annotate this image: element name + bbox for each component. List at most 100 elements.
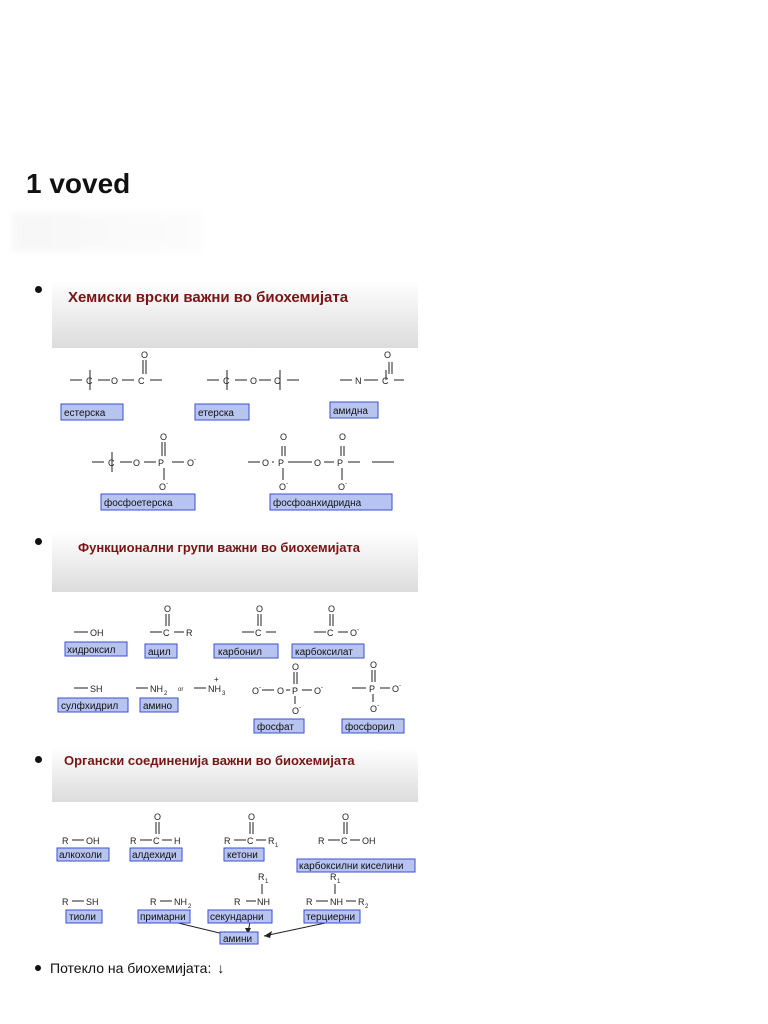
svg-text:O: O [250, 376, 257, 386]
page-title: 1 voved [26, 168, 131, 199]
svg-text:R: R [306, 897, 313, 907]
label-ether: етерска [198, 408, 234, 419]
svg-text:C: C [382, 376, 389, 386]
bullet [35, 965, 41, 971]
svg-text:R: R [224, 836, 231, 846]
label-phosphate: фосфат [257, 721, 294, 733]
svg-text:R: R [318, 836, 325, 846]
svg-text:C: C [86, 376, 93, 386]
label-hydroxyl: хидроксил [67, 645, 116, 656]
label-thiols: тиоли [69, 912, 96, 923]
blurred-subtitle [12, 212, 202, 252]
svg-text:O: O [159, 482, 166, 492]
label-ester: естерска [64, 408, 106, 419]
svg-text:O: O [248, 812, 255, 822]
svg-text:C: C [255, 628, 262, 638]
svg-text:-: - [299, 705, 301, 711]
svg-text:O: O [277, 686, 284, 696]
svg-text:R: R [62, 897, 69, 907]
svg-text:SH: SH [90, 684, 103, 694]
svg-text:O: O [292, 662, 299, 672]
list-item-origin: Потекло на биохемијата: ↓ [35, 960, 224, 976]
label-phosphoryl: фосфорил [345, 721, 395, 733]
svg-text:R: R [150, 897, 157, 907]
svg-text:R: R [130, 836, 137, 846]
svg-text:O: O [342, 812, 349, 822]
label-tertiary: терциерни [306, 912, 355, 923]
label-primary: примарни [140, 912, 186, 923]
label-carbonyl: карбонил [218, 646, 262, 658]
label-carboxylic-acids: карбоксилни киселини [299, 860, 404, 872]
svg-text:3: 3 [222, 691, 226, 697]
svg-text:-: - [286, 481, 288, 487]
svg-text:NH: NH [174, 897, 187, 907]
svg-text:1: 1 [275, 843, 279, 849]
svg-text:O: O [314, 686, 321, 696]
label-amide: амидна [333, 406, 368, 417]
arrow-down-icon[interactable]: ↓ [217, 960, 225, 976]
svg-text:R: R [62, 836, 69, 846]
svg-text:C: C [274, 376, 281, 386]
svg-text:1: 1 [265, 879, 269, 885]
svg-text:O: O [111, 376, 118, 386]
svg-text:O: O [370, 704, 377, 714]
svg-text:O: O [384, 350, 391, 360]
bullet [35, 756, 42, 763]
svg-text:1: 1 [337, 879, 341, 885]
label-secondary: секундарни [210, 912, 264, 923]
slide-title: Функционални групи важни во биохемијата [78, 540, 361, 555]
svg-text:O: O [252, 686, 259, 696]
svg-text:2: 2 [365, 904, 369, 910]
svg-text:O: O [280, 432, 287, 442]
svg-text:O: O [279, 482, 286, 492]
svg-text:R: R [258, 872, 265, 882]
svg-text:O: O [350, 628, 357, 638]
svg-text:O: O [141, 350, 148, 360]
svg-text:O: O [314, 458, 321, 468]
svg-text:H: H [174, 836, 181, 846]
slide-organic-compounds: Органски соединенија важни во биохемијат… [52, 748, 418, 946]
svg-text:SH: SH [86, 897, 99, 907]
svg-text:R: R [186, 628, 193, 638]
svg-text:R: R [234, 897, 241, 907]
slide-functional-groups: Функционални групи важни во биохемијата … [52, 532, 418, 738]
svg-text:R: R [330, 872, 337, 882]
label-amino: амино [143, 701, 173, 712]
svg-text:O: O [133, 458, 140, 468]
svg-text:N: N [355, 376, 362, 386]
svg-text:C: C [247, 836, 254, 846]
svg-text:O: O [262, 458, 269, 468]
svg-text:-: - [377, 703, 379, 709]
svg-text:O: O [160, 432, 167, 442]
label-ketones: кетони [227, 850, 258, 861]
svg-text:O: O [328, 604, 335, 614]
svg-text:-: - [259, 685, 261, 691]
svg-text:+: + [214, 675, 219, 684]
svg-text:-: - [345, 481, 347, 487]
svg-text:or: or [178, 687, 183, 693]
svg-text:P: P [158, 458, 164, 468]
svg-text:P: P [278, 458, 284, 468]
svg-text:C: C [108, 458, 115, 468]
label-acyl: ацил [148, 647, 171, 658]
svg-text:O: O [292, 706, 299, 716]
svg-text:C: C [327, 628, 334, 638]
svg-text:C: C [163, 628, 170, 638]
svg-text:C: C [138, 376, 145, 386]
label-aldehydes: алдехиди [132, 850, 177, 861]
svg-text:OH: OH [362, 836, 376, 846]
svg-text:O: O [339, 432, 346, 442]
list-item-text: Потекло на биохемијата: [50, 960, 212, 976]
svg-text:-: - [321, 685, 323, 691]
svg-text:NH: NH [150, 684, 163, 694]
label-phosphoanhydride: фосфоанхидридна [273, 497, 362, 509]
svg-text:NH: NH [330, 897, 343, 907]
svg-text:P: P [292, 686, 298, 696]
svg-text:OH: OH [90, 628, 104, 638]
svg-text:O: O [256, 604, 263, 614]
label-phosphoester: фосфоетерска [104, 497, 173, 509]
svg-text:NH: NH [257, 897, 270, 907]
bullet [35, 286, 42, 293]
svg-text:O: O [164, 604, 171, 614]
